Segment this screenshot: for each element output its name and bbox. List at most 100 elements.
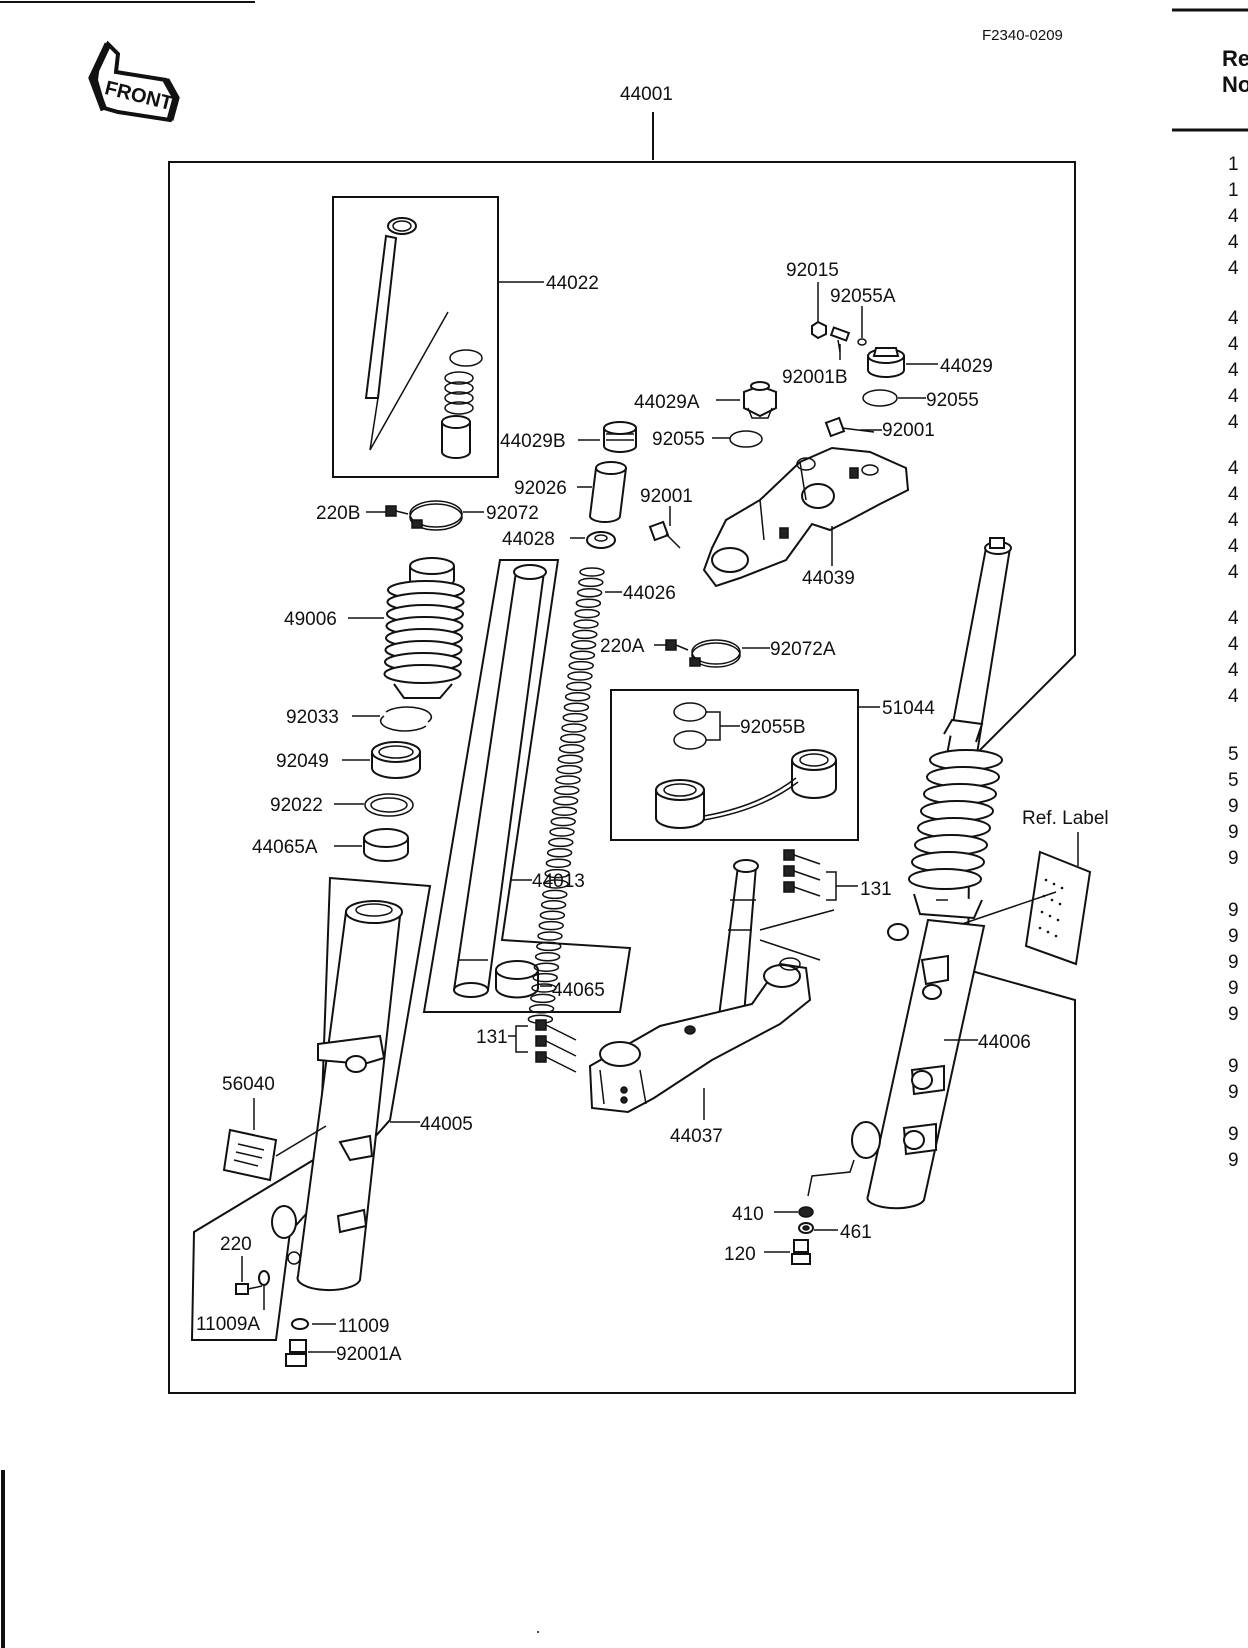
right-column-fragment: 4 [1228, 484, 1239, 505]
right-column-fragment: 4 [1228, 334, 1239, 355]
label-44005: 44005 [420, 1114, 473, 1135]
leader-131-top-stem [759, 909, 835, 961]
spring-coil [549, 827, 575, 837]
spring-coil [575, 598, 602, 608]
left-outer-tube-44005-drawing [271, 900, 403, 1292]
label-92001A: 92001A [336, 1344, 402, 1365]
label-44029: 44029 [940, 356, 993, 377]
right-column-fragment: 9 [1228, 1056, 1239, 1077]
boot-bottom [393, 683, 453, 699]
label-44029A: 44029A [634, 392, 700, 413]
label-92026: 92026 [514, 478, 567, 499]
steering-stem-44037-drawing [588, 859, 812, 1114]
right-column-fragment: 9 [1228, 822, 1239, 843]
oring-92055-top-drawing [862, 389, 898, 407]
label-220A: 220A [600, 636, 645, 657]
label-120: 120 [724, 1244, 756, 1265]
spring-coil [569, 650, 596, 660]
label-11009: 11009 [338, 1316, 389, 1337]
front-arrow-icon: FRONT [88, 40, 180, 123]
right-column-fragment: 9 [1228, 978, 1239, 999]
label-56040: 56040 [222, 1074, 275, 1095]
upper-bracket-44039-drawing [702, 446, 910, 588]
label-92001-top: 92001 [882, 420, 935, 441]
spring-coil [530, 993, 556, 1004]
spring-coil [543, 879, 569, 889]
label-92022: 92022 [270, 795, 323, 816]
ref-label-sticker-drawing [1024, 850, 1092, 966]
cap-44029-drawing [867, 347, 905, 378]
right-column-fragment: 9 [1228, 1150, 1239, 1171]
spring-coil [544, 868, 570, 879]
spring-coil [528, 1004, 555, 1014]
right-column-fragment: 4 [1228, 412, 1239, 433]
spring-coil [579, 567, 605, 577]
spring-coil [548, 837, 574, 848]
washer-461-drawing [798, 1222, 814, 1234]
bush-44065-drawing [495, 960, 539, 999]
bolt-92001A-drawing [285, 1339, 307, 1367]
dust-boot-right-drawing [908, 718, 1003, 920]
dust-boot-49006-drawing [383, 557, 465, 699]
washer-92022-drawing [364, 793, 414, 817]
right-column-fragment: 4 [1228, 458, 1239, 479]
label-44037: 44037 [670, 1126, 723, 1147]
label-51044: 51044 [882, 698, 935, 719]
bush-44065A-drawing [363, 828, 409, 862]
bolt-92001-top-drawing [824, 416, 875, 438]
spring-coil [531, 983, 557, 993]
right-column-fragment: 4 [1228, 634, 1239, 655]
damper-rod-drawing [364, 217, 483, 459]
seal-kit-drawing [655, 749, 837, 829]
spring-coil [537, 931, 563, 941]
bracket-131-top [826, 871, 858, 901]
label-44029B: 44029B [500, 431, 566, 452]
right-column-fragment: 9 [1228, 926, 1239, 947]
washer-11009A-drawing [258, 1270, 270, 1286]
decal-56040-drawing [222, 1128, 278, 1182]
boot-top-opening [409, 557, 455, 575]
leader-56040-tube [275, 1125, 327, 1157]
label-92072A: 92072A [770, 639, 836, 660]
label-220: 220 [220, 1234, 252, 1255]
label-92072: 92072 [486, 503, 539, 524]
label-92055-top: 92055 [926, 390, 979, 411]
oring-92055B-a [673, 702, 707, 722]
right-column-fragment: 4 [1228, 206, 1239, 227]
right-column-fragment: 9 [1228, 796, 1239, 817]
right-column-fragment: 9 [1228, 1082, 1239, 1103]
washer-92055A-drawing [857, 338, 867, 346]
right-column-fragment: 4 [1228, 360, 1239, 381]
seal-92049-drawing [371, 741, 421, 779]
label-92049: 92049 [276, 751, 329, 772]
spring-coil [555, 775, 581, 785]
label-410: 410 [732, 1204, 764, 1225]
right-column-fragment: 1 [1228, 154, 1239, 175]
spring-coil [538, 920, 564, 931]
right-column-fragment: 9 [1228, 1124, 1239, 1145]
assembly-number-label: 44001 [620, 84, 673, 105]
label-92001B: 92001B [782, 367, 848, 388]
spring-coil [573, 619, 599, 629]
boot-fold [383, 664, 462, 684]
right-column-fragment: 5 [1228, 770, 1239, 791]
spring-coil [570, 640, 597, 650]
right-column-fragment: 4 [1228, 660, 1239, 681]
right-column-fragment: 4 [1228, 308, 1239, 329]
right-column-fragment: 9 [1228, 952, 1239, 973]
circlip-92033-drawing [379, 706, 433, 732]
label-92033: 92033 [286, 707, 339, 728]
bolt-92001-mid-drawing [648, 520, 681, 549]
label-44026: 44026 [623, 583, 676, 604]
label-92055B: 92055B [740, 717, 806, 738]
label-44013: 44013 [532, 871, 585, 892]
leader-bottom-right [807, 1159, 855, 1197]
right-column-fragment: 4 [1228, 536, 1239, 557]
spring-coil [545, 858, 572, 868]
right-column-header-top: Re [1222, 46, 1248, 71]
right-fork-44006-drawing [944, 537, 1012, 761]
boot-fold [908, 868, 982, 890]
label-44028: 44028 [502, 529, 555, 550]
spring-coil [558, 744, 585, 754]
